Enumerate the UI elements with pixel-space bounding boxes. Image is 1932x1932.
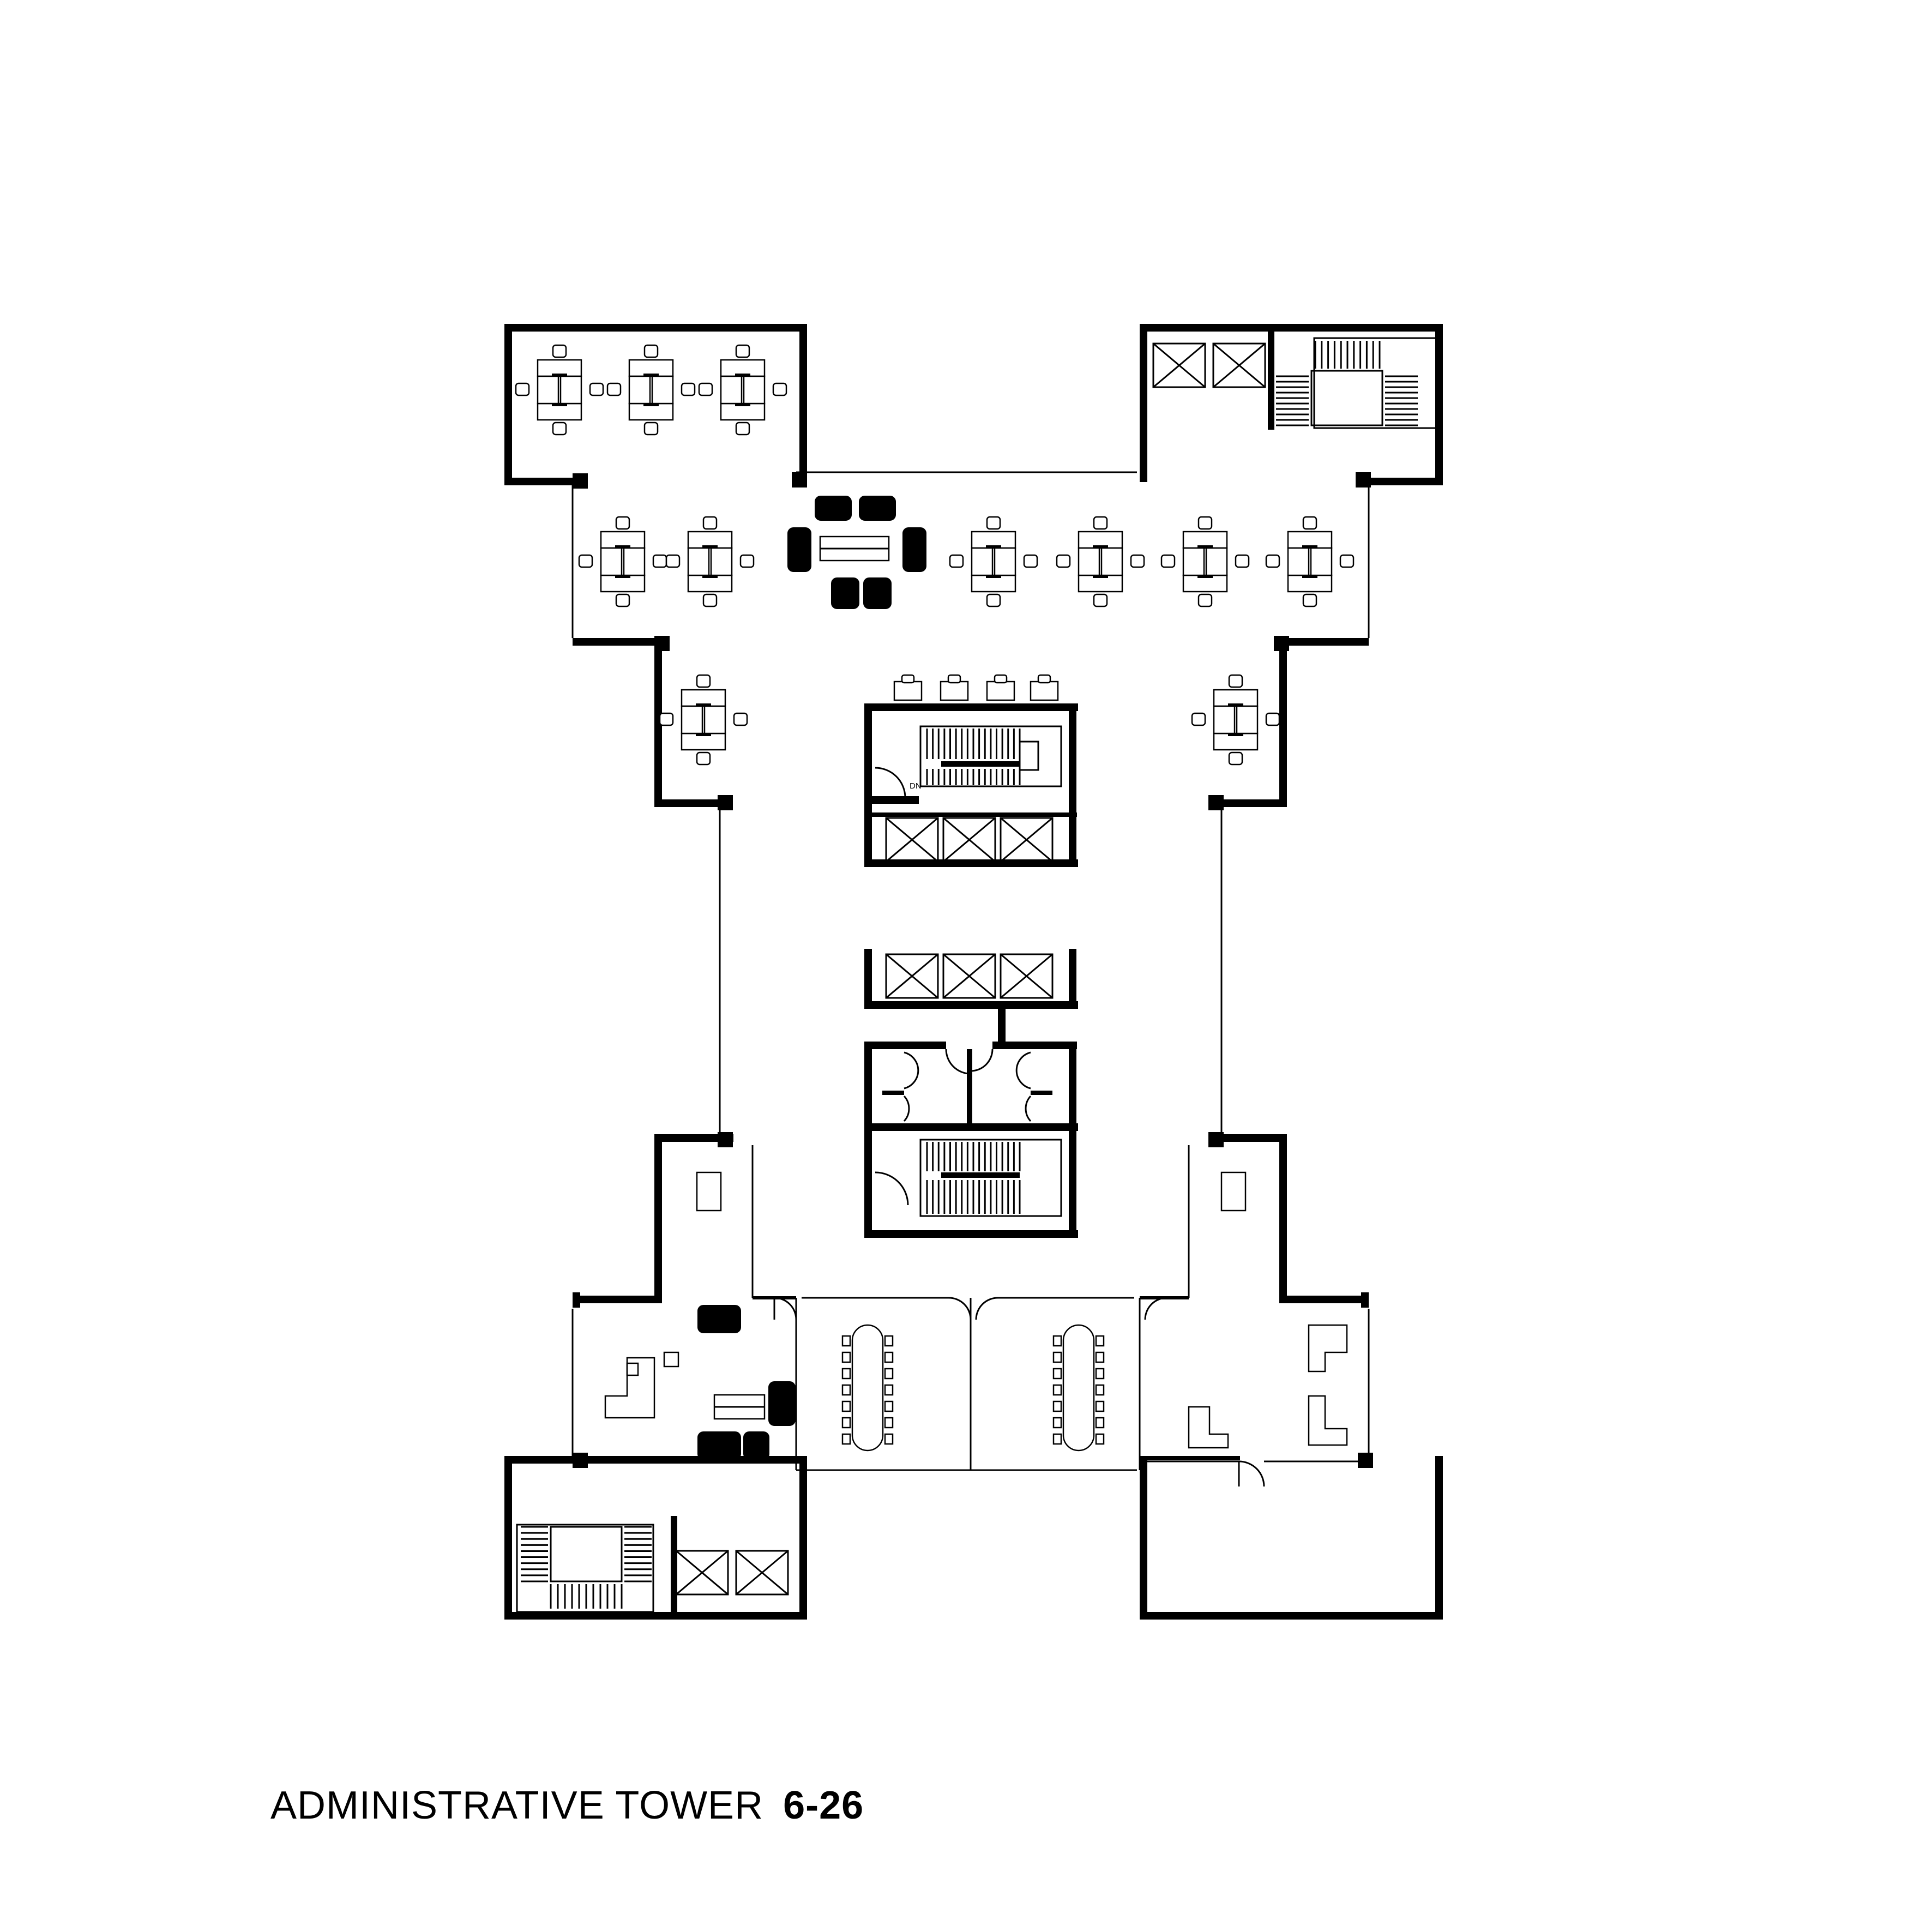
workstation-cluster [515,344,604,436]
elevator-car [675,1550,729,1596]
workstation-cluster [1160,516,1250,607]
core-desk [893,674,923,701]
sofa [815,496,852,521]
elevator-car [885,817,939,863]
workstation-cluster [665,516,755,607]
sofa [831,577,859,609]
glazing-lines [571,471,1370,1471]
lounge-top [787,496,926,609]
stairs [516,337,1441,1613]
workstation-cluster [578,516,667,607]
workstation-cluster [659,674,748,766]
elevator-car [1152,342,1206,388]
sofa [859,496,896,521]
conference-rooms [841,1324,1105,1452]
executive-desks [1188,1324,1348,1449]
conference-table [841,1324,894,1452]
elevator-car [942,817,996,863]
elevator-car [1212,342,1266,388]
workstation-cluster [949,516,1038,607]
small-meeting-tables [696,1171,1247,1212]
stair-dn-label: DN [910,781,922,791]
sofa [863,577,892,609]
reception-desk [604,1357,655,1419]
core-desk [1030,674,1059,701]
sofa [697,1431,741,1460]
workstation-cluster [698,344,787,436]
sofa [697,1305,741,1333]
core-desk [940,674,969,701]
drawing-title: ADMINISTRATIVE TOWER 6-26 [270,1783,864,1828]
elevator-car [942,953,996,999]
elevator-car [1000,953,1054,999]
workstation-cluster [1191,674,1280,766]
sofa [787,527,811,572]
workstation-cluster [1265,516,1355,607]
elevator-car [1000,817,1054,863]
sofa [768,1381,796,1426]
floor-range: 6-26 [783,1784,864,1827]
core-desk [986,674,1015,701]
drawing-title-text: ADMINISTRATIVE TOWER [270,1784,764,1827]
workstation-cluster [606,344,696,436]
elevator-car [735,1550,789,1596]
walls [504,324,1443,1620]
sofa [743,1431,769,1460]
sofa [902,527,926,572]
workstations [515,344,1355,766]
elevator-car [885,953,939,999]
conference-table [1052,1324,1105,1452]
workstation-cluster [1056,516,1145,607]
elevators [675,342,1266,1596]
doors [773,767,1265,1487]
lounge-bottom [604,1305,796,1460]
